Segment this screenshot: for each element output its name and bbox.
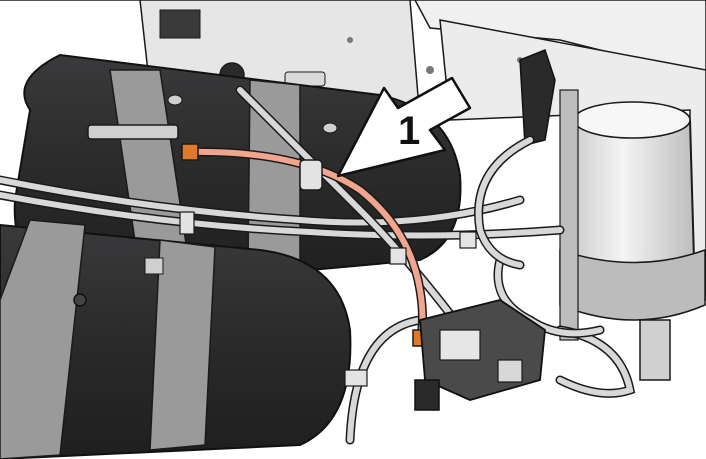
callout-arrow xyxy=(336,76,472,178)
lower-air-tank xyxy=(0,219,352,459)
fittings xyxy=(87,124,477,387)
valve-block xyxy=(414,299,546,411)
callout-number-label: 1 xyxy=(398,109,420,153)
highlighted-hose xyxy=(181,143,428,347)
filter-canister xyxy=(519,49,706,381)
